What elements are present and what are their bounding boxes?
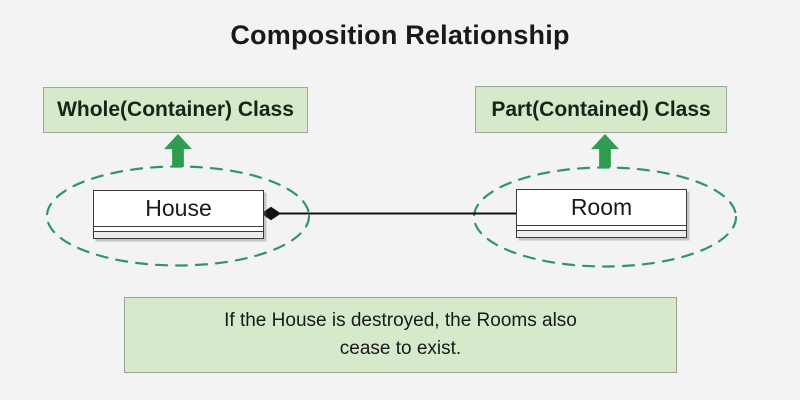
class-attributes-compartment bbox=[517, 225, 686, 230]
part-contained-class-label: Part(Contained) Class bbox=[475, 86, 727, 133]
part-contained-class-label-text: Part(Contained) Class bbox=[491, 97, 711, 121]
dashed-ellipse-highlight bbox=[45, 165, 311, 267]
note-text-line2: cease to exist. bbox=[339, 338, 462, 359]
page-title: Composition Relationship bbox=[230, 20, 570, 50]
class-methods-compartment bbox=[94, 231, 263, 238]
dashed-ellipse-highlight bbox=[472, 166, 738, 268]
class-methods-compartment bbox=[517, 230, 686, 237]
up-arrow-icon bbox=[164, 134, 192, 167]
note-text-line1: If the House is destroyed, the Rooms als… bbox=[224, 310, 577, 331]
uml-class-room: Room bbox=[516, 189, 687, 238]
filled-diamond-icon bbox=[261, 206, 281, 221]
class-name: House bbox=[145, 195, 212, 221]
whole-container-class-label: Whole(Container) Class bbox=[43, 87, 308, 133]
class-name: Room bbox=[570, 194, 633, 220]
class-attributes-compartment bbox=[94, 226, 263, 231]
up-arrow-icon bbox=[591, 134, 619, 167]
note-box: If the House is destroyed, the Rooms als… bbox=[124, 297, 677, 373]
composition-connector bbox=[261, 206, 518, 221]
whole-container-class-label-text: Whole(Container) Class bbox=[57, 98, 294, 121]
uml-class-house: House bbox=[93, 190, 264, 239]
